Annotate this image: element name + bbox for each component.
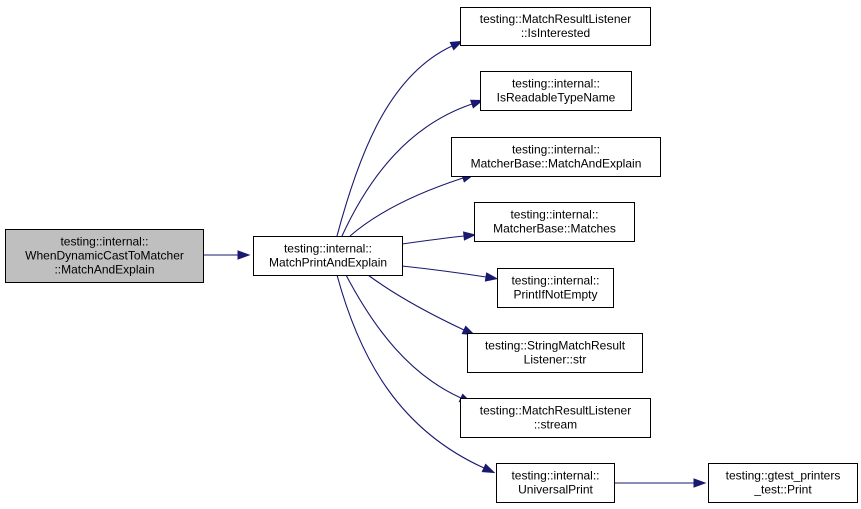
node-gpt[interactable]: testing::gtest_printers_test::Print bbox=[708, 463, 858, 503]
node-mpae[interactable]: testing::internal::MatchPrintAndExplain bbox=[253, 236, 403, 276]
node-label-readable-0: testing::internal:: bbox=[512, 77, 600, 91]
node-label-smrl-0: testing::StringMatchResult bbox=[485, 339, 626, 353]
node-label-isint-1: ::IsInterested bbox=[521, 26, 590, 40]
node-box-isint[interactable] bbox=[460, 7, 651, 46]
node-box-up[interactable] bbox=[496, 463, 615, 503]
node-box-mrls[interactable] bbox=[460, 398, 651, 438]
node-root[interactable]: testing::internal::WhenDynamicCastToMatc… bbox=[5, 229, 204, 283]
node-label-root-2: ::MatchAndExplain bbox=[54, 263, 154, 277]
arrowhead-mpae-to-up bbox=[481, 463, 496, 474]
node-label-mbm-1: MatcherBase::Matches bbox=[493, 222, 616, 236]
arrowhead-mpae-to-pine bbox=[484, 272, 499, 282]
node-mrls[interactable]: testing::MatchResultListener::stream bbox=[460, 398, 651, 438]
node-label-up-0: testing::internal:: bbox=[511, 469, 599, 483]
node-label-mpae-0: testing::internal:: bbox=[284, 242, 372, 256]
node-box-mbmae[interactable] bbox=[451, 137, 661, 177]
node-mbmae[interactable]: testing::internal::MatcherBase::MatchAnd… bbox=[451, 137, 661, 177]
node-label-pine-0: testing::internal:: bbox=[511, 274, 599, 288]
edge-mpae-to-mbmae bbox=[349, 177, 464, 237]
arrowhead-mpae-to-isint bbox=[449, 40, 464, 51]
node-box-gpt[interactable] bbox=[708, 463, 858, 503]
edge-mpae-to-isint bbox=[336, 45, 453, 237]
node-box-mpae[interactable] bbox=[253, 236, 403, 276]
node-box-mbm[interactable] bbox=[474, 202, 635, 242]
node-label-mrls-0: testing::MatchResultListener bbox=[480, 404, 631, 418]
node-box-smrl[interactable] bbox=[467, 333, 643, 373]
node-label-isint-0: testing::MatchResultListener bbox=[480, 12, 631, 26]
call-nodes: testing::internal::WhenDynamicCastToMatc… bbox=[5, 7, 858, 503]
node-label-gpt-0: testing::gtest_printers bbox=[726, 469, 841, 483]
arrowhead-root-to-mpae bbox=[237, 250, 251, 260]
arrowhead-up-to-gpt bbox=[693, 478, 707, 488]
node-box-readable[interactable] bbox=[480, 71, 632, 111]
node-readable[interactable]: testing::internal::IsReadableTypeName bbox=[480, 71, 632, 111]
edge-mpae-to-mbm bbox=[401, 235, 465, 245]
node-label-mbmae-1: MatcherBase::MatchAndExplain bbox=[471, 157, 642, 171]
node-label-up-1: UniversalPrint bbox=[518, 483, 593, 497]
node-label-mbm-0: testing::internal:: bbox=[510, 208, 598, 222]
node-label-root-0: testing::internal:: bbox=[60, 235, 148, 249]
node-mbm[interactable]: testing::internal::MatcherBase::Matches bbox=[474, 202, 635, 242]
arrowhead-mpae-to-readable bbox=[470, 99, 484, 109]
node-up[interactable]: testing::internal::UniversalPrint bbox=[496, 463, 615, 503]
node-label-pine-1: PrintIfNotEmpty bbox=[513, 288, 597, 302]
edge-mpae-to-smrl bbox=[367, 274, 465, 331]
node-pine[interactable]: testing::internal::PrintIfNotEmpty bbox=[497, 268, 614, 308]
edge-mpae-to-pine bbox=[401, 265, 487, 278]
node-label-mrls-1: ::stream bbox=[534, 418, 577, 432]
arrowhead-mpae-to-mbm bbox=[463, 231, 477, 241]
node-label-mpae-1: MatchPrintAndExplain bbox=[269, 256, 387, 270]
node-label-mbmae-0: testing::internal:: bbox=[512, 143, 600, 157]
node-box-root[interactable] bbox=[5, 229, 204, 283]
node-label-root-1: WhenDynamicCastToMatcher bbox=[25, 249, 184, 263]
node-box-pine[interactable] bbox=[497, 268, 614, 308]
node-label-gpt-1: _test::Print bbox=[753, 483, 812, 497]
edge-mpae-to-mrls bbox=[345, 274, 462, 399]
edge-mpae-to-readable bbox=[341, 103, 473, 237]
node-label-smrl-1: Listener::str bbox=[524, 353, 587, 367]
node-label-readable-1: IsReadableTypeName bbox=[497, 91, 616, 105]
node-isint[interactable]: testing::MatchResultListener::IsInterest… bbox=[460, 7, 651, 46]
edge-mpae-to-up bbox=[336, 274, 485, 469]
